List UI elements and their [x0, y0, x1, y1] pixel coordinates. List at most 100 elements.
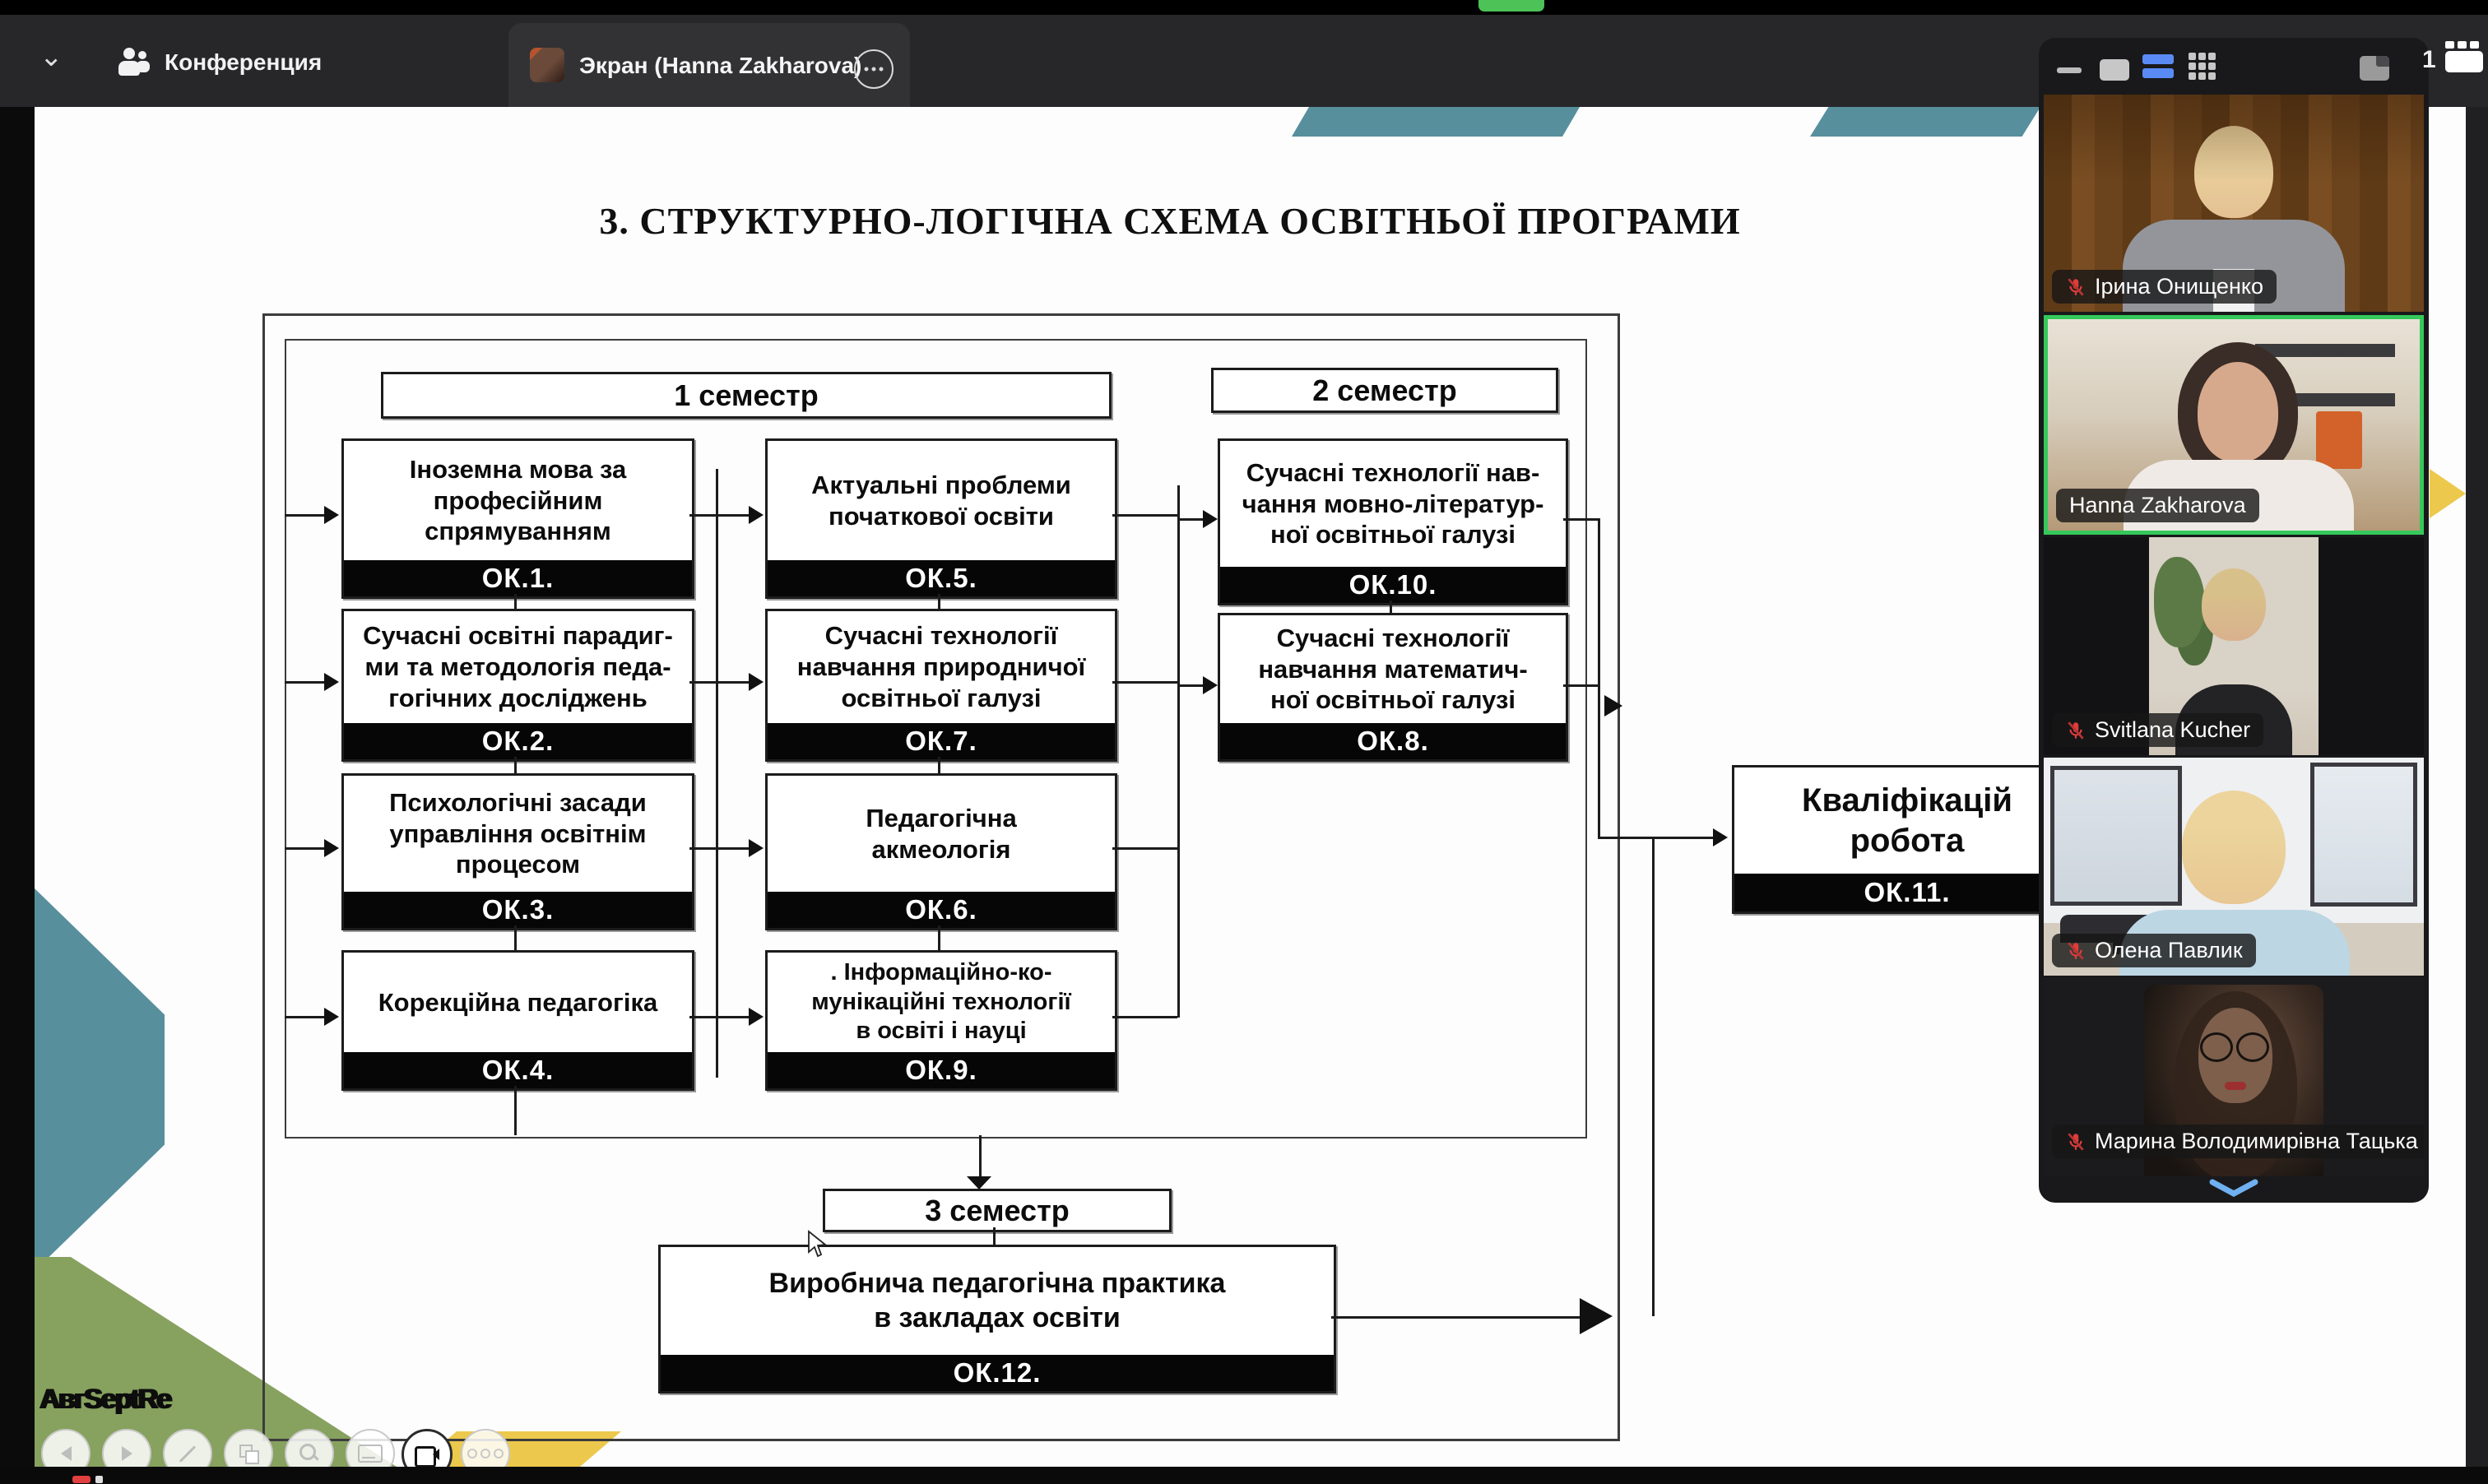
pen-icon [179, 1445, 197, 1463]
connector [1112, 1016, 1177, 1018]
course-box-ok4: Корекційна педагогіка ОК.4. [341, 950, 694, 1091]
camera-icon [415, 1446, 439, 1467]
tab-screen-share[interactable]: Экран (Hanna Zakharova) [508, 23, 910, 107]
connector [1652, 837, 1713, 839]
more-icon [467, 1449, 504, 1458]
connector [514, 1086, 517, 1135]
tab-conference-label: Конференция [165, 49, 323, 75]
course-box-ok9: . Інформаційно-ко-мунікаційні технології… [765, 950, 1117, 1091]
prev-slide-button[interactable] [41, 1429, 91, 1467]
course-code: ОК.12. [661, 1355, 1334, 1391]
course-code: ОК.1. [344, 560, 692, 596]
participant-name-label: Ірина Онищенко [2052, 270, 2277, 304]
outer-frame [262, 313, 1620, 1441]
connector [285, 1016, 324, 1018]
connector [1390, 601, 1392, 613]
video-tile-active[interactable]: Hanna Zakharova [2044, 315, 2424, 535]
arrowhead [1203, 510, 1218, 528]
captions-icon [358, 1445, 383, 1463]
sem3-header: 3 семестр [823, 1189, 1172, 1232]
gallery-apps-icon[interactable] [2445, 41, 2483, 72]
mic-off-icon [2068, 277, 2084, 296]
tab-conference[interactable]: Конференция [115, 48, 322, 77]
slides-overview-button[interactable] [224, 1429, 273, 1467]
video-tile[interactable]: Марина Володимирівна Тацька [2044, 978, 2424, 1176]
magnifier-icon [299, 1444, 319, 1463]
arrowhead [1203, 676, 1218, 694]
course-code: ОК.5. [768, 560, 1115, 596]
connector [979, 1135, 982, 1178]
connector [514, 594, 517, 609]
captions-button[interactable] [346, 1429, 395, 1467]
connector [938, 594, 940, 609]
tab-more-button[interactable] [854, 49, 894, 89]
connector [1563, 518, 1598, 521]
connector [1112, 681, 1177, 684]
connector [1177, 485, 1180, 1018]
video-tile[interactable]: Олена Павлик [2044, 758, 2424, 976]
connector [993, 1227, 996, 1245]
connector [285, 847, 324, 850]
mic-off-icon [2068, 1132, 2084, 1151]
zoom-button[interactable] [285, 1429, 334, 1467]
chevron-down-icon[interactable]: ⌄ [39, 41, 63, 72]
connector [938, 757, 940, 773]
participants-icon [115, 48, 150, 77]
expand-more-chevron[interactable] [2207, 1178, 2260, 1198]
connector [716, 514, 749, 517]
strip-view-icon[interactable] [2142, 54, 2174, 78]
arrowhead [1713, 828, 1728, 846]
course-code: ОК.3. [344, 892, 692, 928]
minimize-view-icon[interactable] [2057, 67, 2082, 73]
prev-icon [60, 1446, 72, 1461]
arrowhead [1604, 695, 1622, 716]
arrowhead [749, 839, 764, 857]
window [2050, 766, 2182, 906]
cutoff-toolbar-icon2 [95, 1476, 103, 1483]
layout-view-icon[interactable] [2360, 56, 2389, 81]
connector [716, 469, 718, 1078]
connector [514, 925, 517, 950]
connector [1112, 847, 1177, 850]
camera-button[interactable] [402, 1429, 453, 1467]
next-slide-button[interactable] [102, 1429, 151, 1467]
course-code: ОК.6. [768, 892, 1115, 928]
more-button[interactable] [461, 1429, 510, 1467]
arrowhead [749, 506, 764, 524]
screen-share-indicator [1478, 0, 1544, 12]
arrowhead [324, 506, 339, 524]
connector [1598, 837, 1654, 839]
course-code: ОК.9. [768, 1052, 1115, 1088]
course-box-ok2: Сучасні освітні парадиг-ми та методологі… [341, 609, 694, 762]
connector [514, 757, 517, 773]
mic-off-icon [2068, 721, 2084, 740]
gallery-view-icon[interactable] [2189, 53, 2216, 80]
connector [716, 847, 749, 850]
participant-name-label: Svitlana Kucher [2052, 713, 2264, 747]
video-tile[interactable]: Ірина Онищенко [2044, 95, 2424, 312]
participant-name-label: Марина Володимирівна Тацька [2052, 1125, 2424, 1158]
slides-icon [239, 1445, 259, 1464]
arrowhead-down [967, 1176, 991, 1190]
person-silhouette [2182, 791, 2286, 904]
connector [285, 514, 324, 517]
arrowhead [324, 839, 339, 857]
connector [716, 1016, 749, 1018]
speaker-view-icon[interactable] [2100, 59, 2129, 81]
video-tile[interactable]: Svitlana Kucher [2044, 537, 2424, 755]
lips [2225, 1082, 2246, 1090]
arrowhead [749, 673, 764, 691]
connector [938, 925, 940, 950]
course-code: ОК.4. [344, 1052, 692, 1088]
pen-button[interactable] [163, 1429, 212, 1467]
participant-name-label: Hanna Zakharova [2056, 489, 2259, 522]
view-count-indicator: 1 [2422, 46, 2436, 73]
sem1-header: 1 семестр [381, 372, 1112, 419]
connector [1598, 518, 1600, 837]
bottom-strip [0, 1467, 2488, 1484]
